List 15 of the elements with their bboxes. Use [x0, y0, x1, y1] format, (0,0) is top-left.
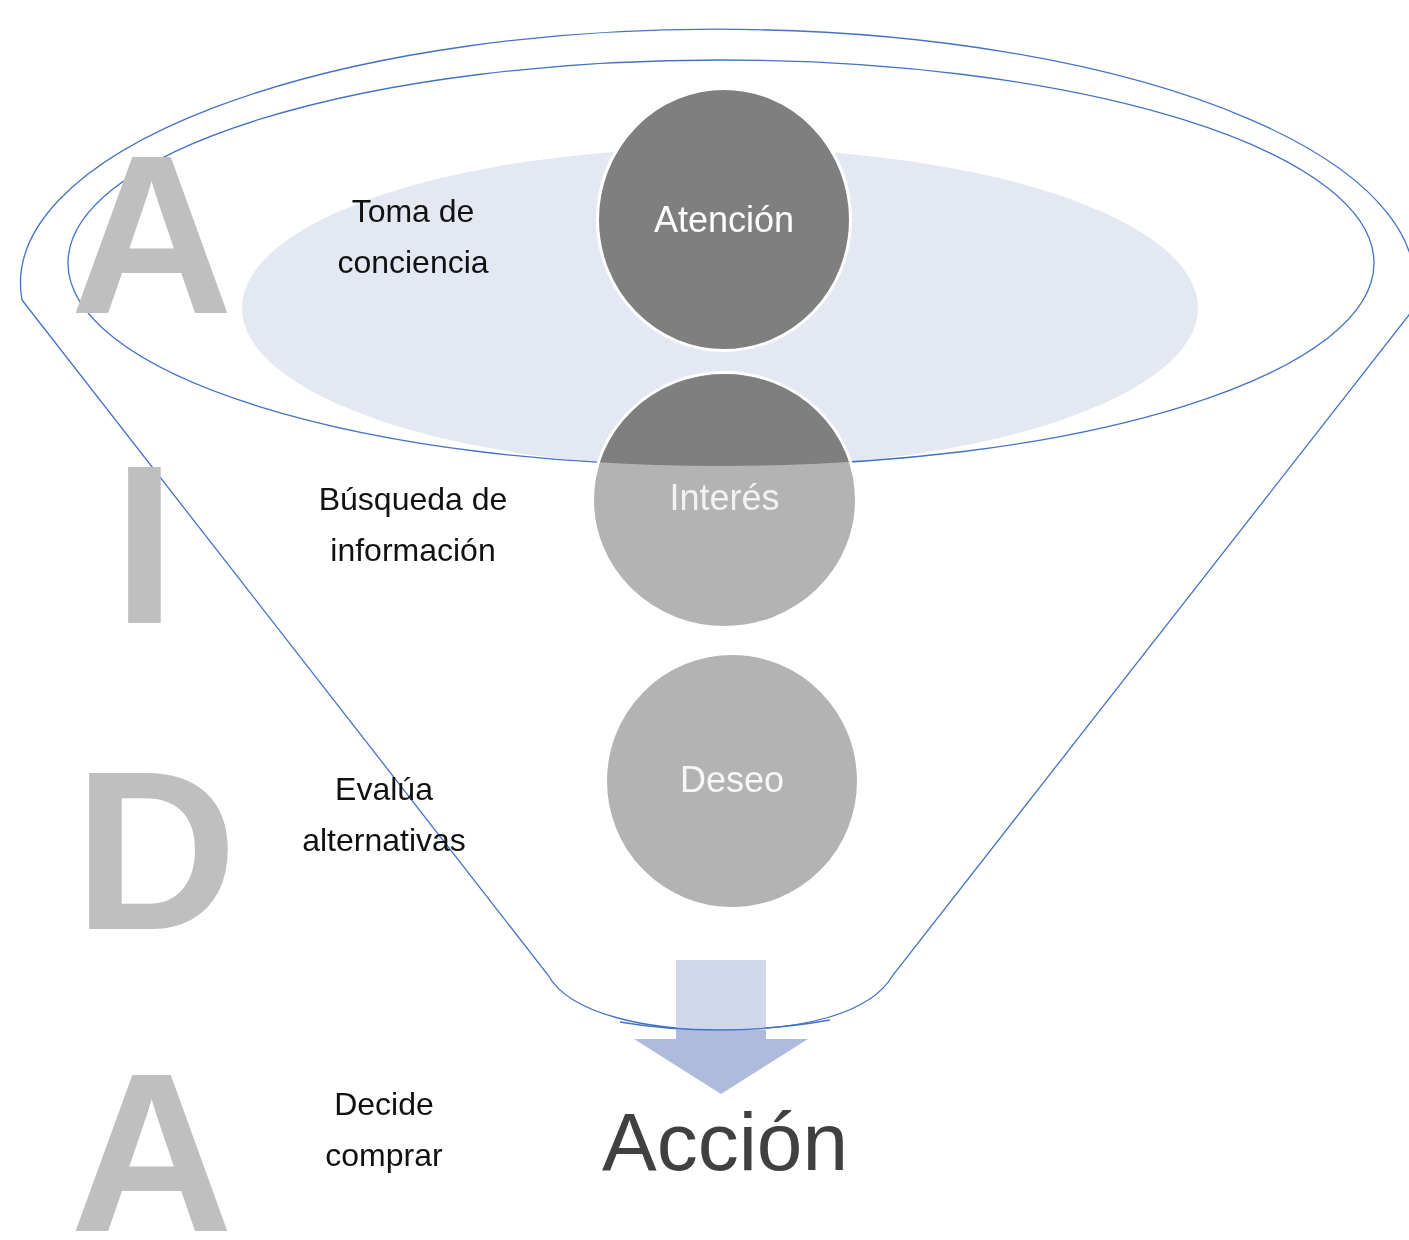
stage-description: Toma de conciencia — [336, 192, 490, 282]
stage-letter: D — [74, 766, 238, 936]
block-arrow — [634, 960, 808, 1094]
stage-circle — [591, 371, 858, 629]
stage-circle — [596, 87, 852, 352]
stage-description: Decide comprar — [324, 1085, 444, 1175]
stage-letter: I — [113, 460, 176, 630]
stage-letter: A — [70, 150, 234, 320]
stage-name: Deseo — [679, 759, 785, 801]
result-title: Acción — [601, 1095, 849, 1189]
stage-name: Atención — [653, 198, 795, 241]
stage-letter: A — [70, 1068, 234, 1238]
stage-name: Interés — [669, 477, 780, 519]
stage-circle — [604, 652, 860, 910]
stage-description: Búsqueda de información — [317, 480, 509, 570]
